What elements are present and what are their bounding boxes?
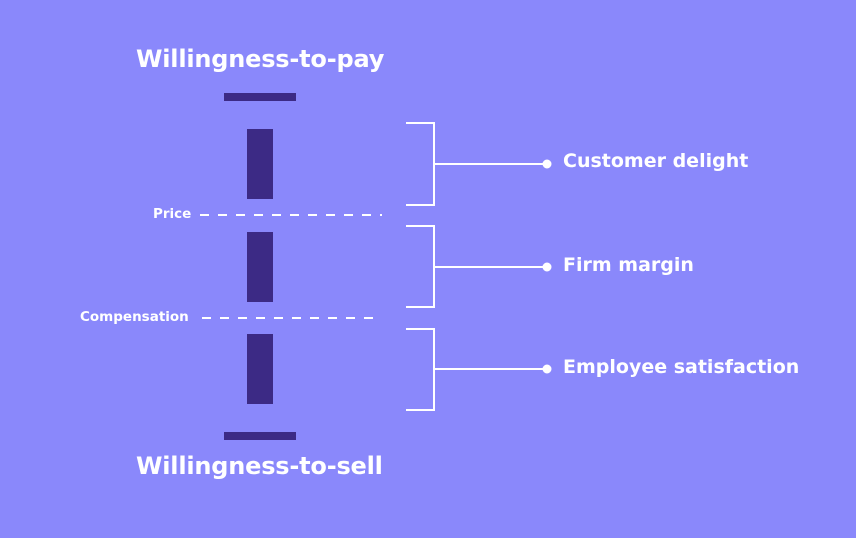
bracket-employee-satisfaction xyxy=(406,328,552,411)
top-cap-bar xyxy=(224,93,296,101)
employee-satisfaction-label: Employee satisfaction xyxy=(563,356,800,378)
firm-margin-label: Firm margin xyxy=(563,254,694,276)
willingness-to-pay-title: Willingness-to-pay xyxy=(136,45,385,73)
compensation-label: Compensation xyxy=(80,309,189,325)
segment-bar-customer-delight xyxy=(247,129,273,199)
bracket-customer-delight xyxy=(406,122,552,206)
price-label: Price xyxy=(153,206,192,222)
segment-bar-firm-margin xyxy=(247,232,273,302)
willingness-to-sell-title: Willingness-to-sell xyxy=(136,452,383,480)
customer-delight-label: Customer delight xyxy=(563,150,749,172)
segment-bar-employee-satisfaction xyxy=(247,334,273,404)
bracket-firm-margin xyxy=(406,225,552,308)
bottom-cap-bar xyxy=(224,432,296,440)
